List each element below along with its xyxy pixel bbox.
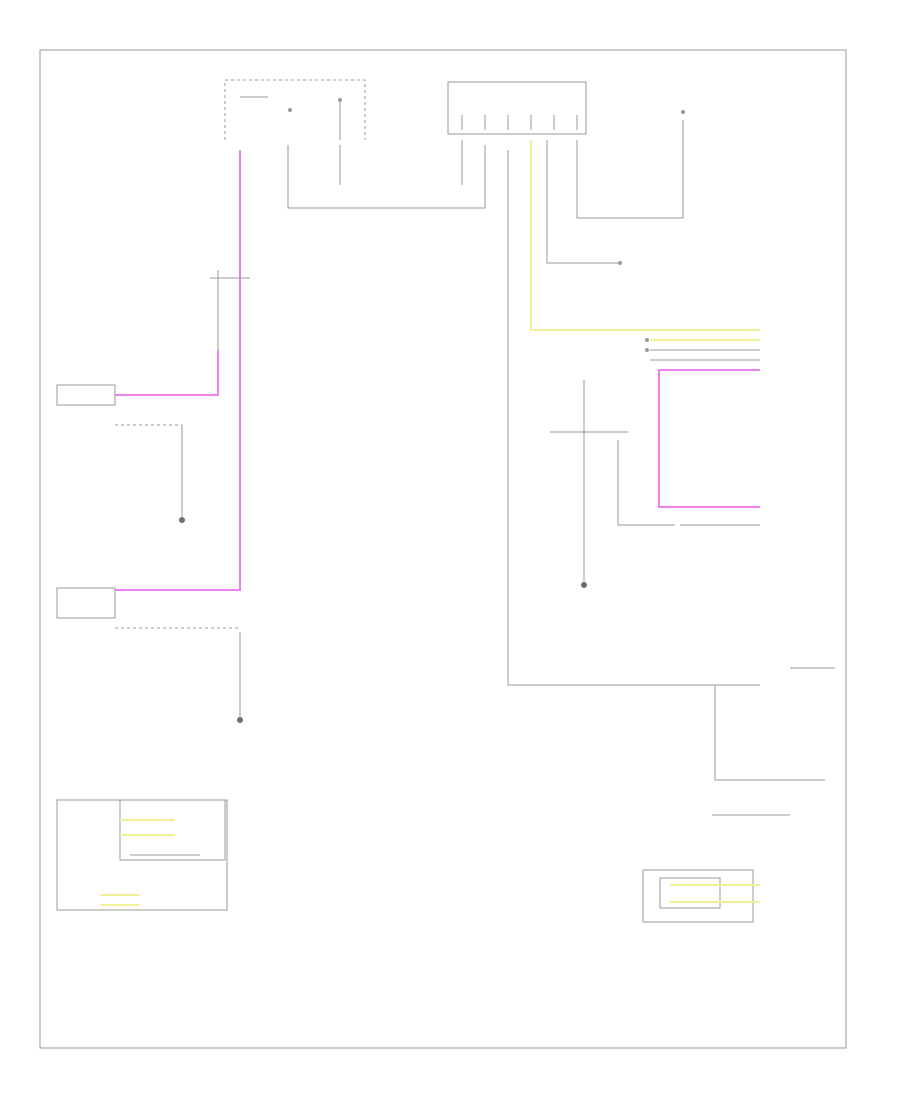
assy-box <box>642 869 754 923</box>
wire-gray <box>287 145 486 209</box>
fuse-terminal <box>288 108 292 112</box>
ground-icon <box>581 582 587 588</box>
right-front-lamp <box>56 587 243 723</box>
wire-gray <box>576 120 684 219</box>
wire-pink <box>658 369 760 508</box>
ground-icon <box>179 517 185 523</box>
ground-icon <box>237 717 243 723</box>
intermediate-relay <box>447 81 587 135</box>
wire-gray <box>546 140 620 264</box>
yellow-circuit <box>530 140 760 361</box>
bottom-right-assy <box>642 814 790 923</box>
fuse-right <box>681 110 685 114</box>
fuse-terminal <box>681 110 685 114</box>
left-front-lamp <box>56 384 185 523</box>
fuse-block <box>224 79 366 140</box>
top-wires <box>287 120 684 265</box>
diagram-frame <box>39 49 847 1049</box>
switch-bottom-right <box>714 667 835 781</box>
pink-left-circuit <box>115 150 250 591</box>
fuse-block-outline <box>224 79 366 140</box>
relay-box <box>447 81 587 135</box>
wire-gray <box>714 684 825 781</box>
right-connector <box>645 338 760 508</box>
wire-gray <box>507 150 760 686</box>
wire-pink <box>115 150 241 591</box>
lamp-box <box>56 587 116 619</box>
wire-yellow <box>530 140 760 331</box>
tap-terminal <box>618 261 622 265</box>
center-junction <box>507 150 760 686</box>
lamp-box <box>56 384 116 406</box>
wire-pink <box>115 350 219 396</box>
bottom-left-assy <box>56 799 228 911</box>
